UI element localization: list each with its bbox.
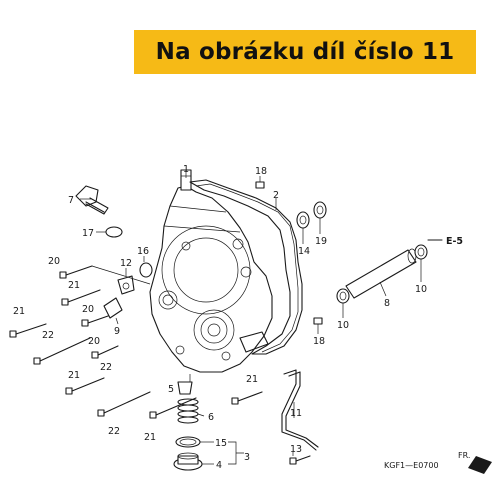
seal-16: [139, 262, 153, 278]
callout-1: 1: [183, 164, 189, 175]
dowel-pin-lower: [313, 317, 323, 325]
callout-22b: 22: [108, 426, 120, 437]
callout-18-lower: 18: [313, 336, 325, 347]
callout-19: 19: [315, 236, 327, 247]
pipe-11: [281, 369, 317, 451]
callout-20b: 20: [82, 304, 94, 315]
bolt-20a: [59, 265, 93, 279]
seal-14: [296, 211, 310, 229]
cap-4: [173, 452, 203, 471]
diagram-code: KGF1—E0700: [384, 461, 439, 470]
callout-13: 13: [290, 444, 302, 455]
callout-10-upper: 10: [415, 284, 427, 295]
banner-text: Na obrázku díl číslo 11: [155, 39, 455, 65]
bolt-22b: [97, 391, 151, 417]
bolt-21c: [65, 377, 105, 395]
callout-labels: 1 2 3 4 5 6 7 8 9 10 10 11 12 13 14 15 1…: [13, 164, 427, 471]
front-arrow-icon: FR.: [458, 451, 492, 474]
strainer-5: [177, 381, 193, 395]
callout-22c: 22: [100, 362, 112, 373]
cover-gasket: [189, 179, 303, 355]
callout-18-upper: 18: [255, 166, 267, 177]
callout-21e: 21: [246, 374, 258, 385]
callout-21c: 21: [68, 370, 80, 381]
callout-16: 16: [137, 246, 149, 257]
bolt-13: [289, 455, 311, 465]
callout-21a: 21: [68, 280, 80, 291]
callout-15: 15: [215, 438, 227, 449]
callout-9: 9: [114, 326, 120, 337]
bolt-22a: [33, 337, 91, 365]
front-label: FR.: [458, 451, 470, 460]
bolt-21d: [149, 397, 197, 419]
oil-level-gauge: [75, 185, 109, 215]
callout-7: 7: [68, 195, 74, 206]
callout-21b: 21: [13, 306, 25, 317]
hose-clip-lower: [336, 288, 350, 304]
callout-10-lower: 10: [337, 320, 349, 331]
reference-e5: E-5: [446, 236, 463, 247]
hose: [345, 248, 417, 299]
hose-clip-upper: [414, 244, 428, 260]
leader-lines: [80, 170, 422, 465]
callout-11: 11: [290, 408, 302, 419]
bolt-20b: [81, 315, 109, 327]
o-ring-15: [175, 436, 201, 448]
bolt-21a: [61, 289, 101, 306]
callout-2: 2: [273, 190, 279, 201]
callout-22a: 22: [42, 330, 54, 341]
pipe-11-outline: [285, 371, 319, 448]
callout-20c: 20: [88, 336, 100, 347]
bolt-20c: [91, 345, 119, 359]
seal-19: [313, 201, 327, 219]
callout-14: 14: [298, 246, 310, 257]
callout-3: 3: [244, 452, 250, 463]
callout-4: 4: [216, 460, 222, 471]
bolt-21b: [9, 323, 47, 338]
callout-5: 5: [168, 384, 174, 395]
spring-6: [177, 398, 199, 424]
callout-12: 12: [120, 258, 132, 269]
bolts: [9, 265, 311, 465]
bracket-9: [103, 297, 123, 319]
callout-6: 6: [208, 412, 214, 423]
part-number-banner: Na obrázku díl číslo 11: [134, 30, 476, 74]
callout-17: 17: [82, 228, 94, 239]
o-ring-17: [105, 226, 123, 238]
dowel-pin-upper: [255, 181, 265, 189]
callout-8: 8: [384, 298, 390, 309]
inner-part-12: [117, 275, 135, 295]
callout-20a: 20: [48, 256, 60, 267]
crankcase-cover: [149, 169, 273, 373]
bolt-21e: [231, 391, 263, 405]
callout-21d: 21: [144, 432, 156, 443]
